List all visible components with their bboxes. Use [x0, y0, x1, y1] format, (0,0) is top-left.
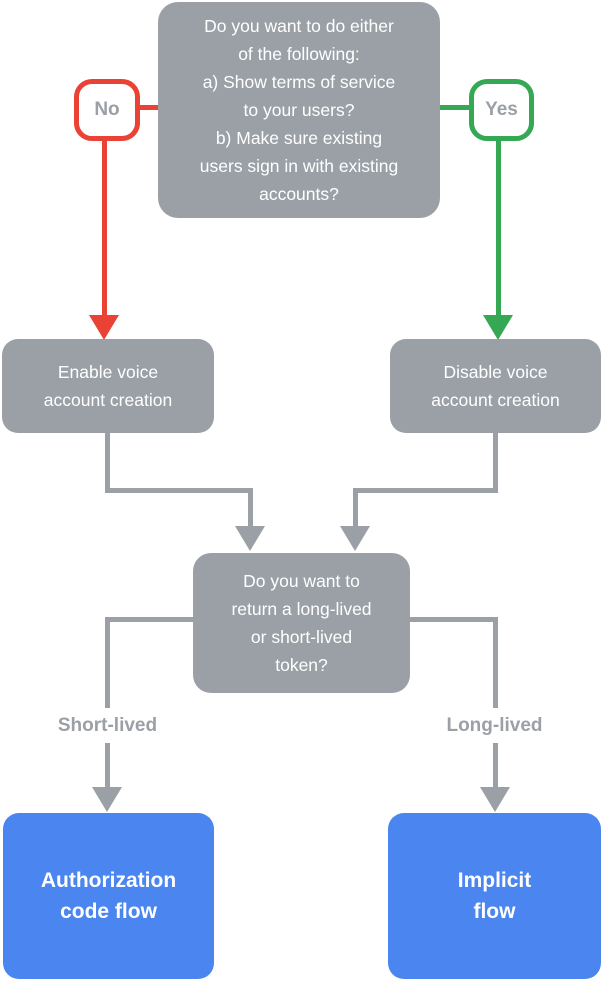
no-badge: No [74, 79, 140, 141]
enable-connector-horizontal-line [105, 488, 253, 493]
no-connector-horizontal-line [133, 105, 159, 110]
short-lived-label-text: Short-lived [57, 714, 158, 736]
short-lived-label: Short-lived [22, 708, 193, 743]
disable-connector-vertical-line [493, 433, 498, 493]
middle-question-text: Do you want to return a long-lived or sh… [231, 571, 372, 675]
top-question-text: Do you want to do either of the followin… [199, 16, 399, 204]
long-branch-vertical-line [493, 617, 498, 789]
disable-voice-account-creation-box: Disable voice account creation [390, 339, 601, 433]
yes-badge: Yes [469, 79, 534, 141]
disable-connector-horizontal-line [353, 488, 498, 493]
disable-voice-text: Disable voice account creation [431, 362, 560, 410]
green-arrowhead-icon [483, 315, 513, 340]
gray-arrowhead-left-icon [235, 526, 265, 551]
enable-connector-vertical-line [105, 433, 110, 493]
no-connector-vertical-line [102, 139, 107, 317]
gray-arrowhead-short-icon [92, 787, 122, 812]
long-branch-horizontal-line [410, 617, 498, 622]
implicit-flow-text: Implicit flow [457, 869, 532, 923]
long-lived-label-text: Long-lived [446, 714, 543, 736]
yes-connector-horizontal-line [440, 105, 470, 110]
top-question-box: Do you want to do either of the followin… [158, 2, 440, 218]
implicit-flow-box: Implicit flow [388, 813, 601, 979]
yes-connector-vertical-line [496, 139, 501, 317]
long-lived-label: Long-lived [409, 708, 580, 743]
authorization-code-flow-box: Authorization code flow [3, 813, 214, 979]
gray-arrowhead-right-icon [340, 526, 370, 551]
yes-badge-label: Yes [485, 99, 518, 120]
short-branch-horizontal-line [105, 617, 193, 622]
enable-voice-text: Enable voice account creation [43, 362, 173, 410]
short-branch-vertical-line [105, 617, 110, 789]
middle-question-box: Do you want to return a long-lived or sh… [193, 553, 410, 693]
no-badge-label: No [94, 99, 120, 120]
gray-arrowhead-long-icon [480, 787, 510, 812]
red-arrowhead-icon [89, 315, 119, 340]
enable-voice-account-creation-box: Enable voice account creation [2, 339, 214, 433]
enable-connector-drop-line [248, 488, 253, 530]
authorization-code-flow-text: Authorization code flow [40, 869, 177, 923]
disable-connector-drop-line [353, 488, 358, 530]
